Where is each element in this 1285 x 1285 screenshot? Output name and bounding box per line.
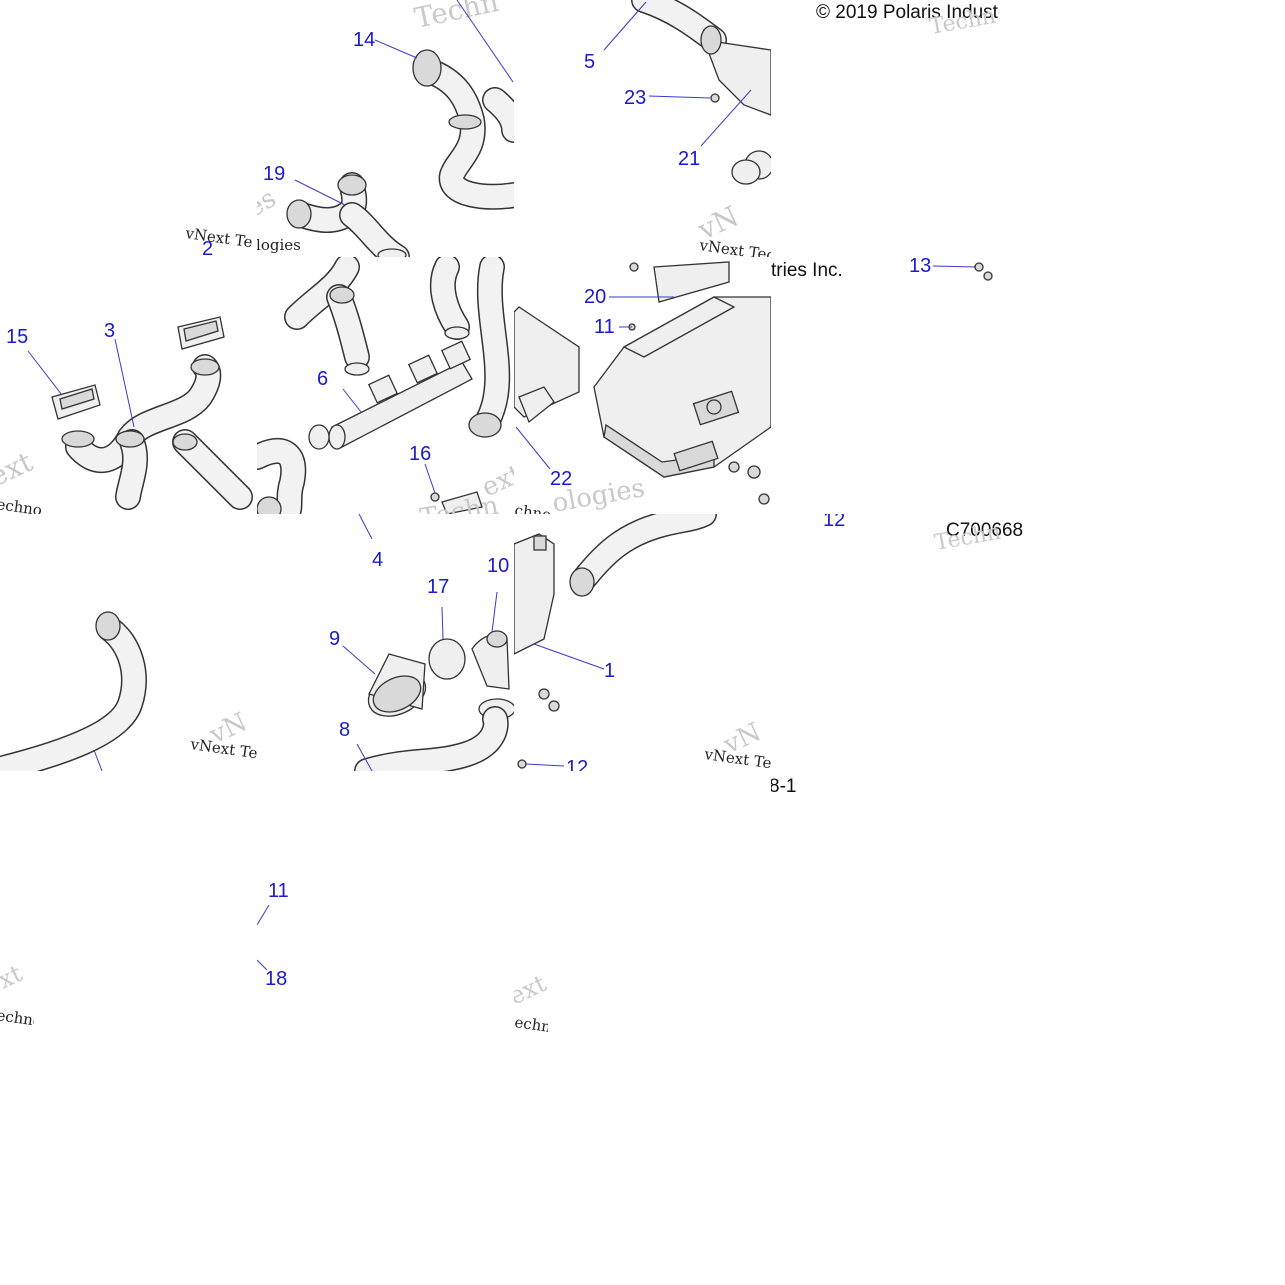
page-code: 8-1 bbox=[771, 776, 796, 797]
tile-r4-c2-fragment: 11 18 bbox=[257, 875, 297, 995]
callout-8: 8 bbox=[339, 719, 350, 741]
copyright-fragment: tries Inc. bbox=[771, 260, 843, 281]
bracket-20 bbox=[653, 261, 730, 303]
callout-10: 10 bbox=[487, 555, 509, 577]
tile-r1-c2-drawing: Techn 14 19 ologies ologies bbox=[257, 0, 514, 257]
watermark-text: Techn bbox=[933, 520, 1003, 554]
callout-5: 5 bbox=[584, 51, 595, 73]
callout-22: 22 bbox=[550, 468, 572, 490]
callout-20: 20 bbox=[584, 286, 606, 308]
tile-r2-c3-drawing: 20 11 22 ologies chno bbox=[514, 261, 771, 514]
tile-r3-c1: vNext Te vN 7 bbox=[0, 514, 257, 771]
watermark-text: ext bbox=[0, 960, 27, 1000]
tile-r2-c2: 6 16 Techn ext bbox=[257, 257, 514, 514]
watermark-text: ext bbox=[0, 445, 38, 494]
tile-r1-c4: © 2019 Polaris Indust Techn bbox=[771, 0, 1028, 40]
callout-13: 13 bbox=[909, 257, 931, 277]
copyright-fragment: © 2019 Polaris Indust bbox=[816, 2, 999, 23]
watermark-text: ologies bbox=[257, 236, 301, 254]
watermark-text: ext bbox=[514, 975, 548, 1010]
tile-r1-c3: 5 23 21 vNext Tec vN bbox=[514, 0, 771, 257]
callout-15: 15 bbox=[6, 326, 28, 348]
watermark-text: echno bbox=[0, 495, 43, 514]
callout-21: 21 bbox=[678, 148, 700, 170]
callout-12: 12 bbox=[566, 757, 588, 771]
tile-r1-c3-drawing: 5 23 21 vNext Tec vN bbox=[584, 0, 771, 257]
tile-r4-c3-fragment: ext echno bbox=[514, 975, 548, 1035]
callout-6: 6 bbox=[317, 368, 328, 390]
tile-r2-c2-drawing: 6 16 Techn ext bbox=[257, 257, 514, 514]
tile-r1-c2: Techn 14 19 ologies ologies bbox=[257, 0, 514, 257]
hose-clamp bbox=[448, 114, 482, 130]
page-code-fragment: 8-1 bbox=[771, 771, 811, 799]
callout-11b: 11 bbox=[268, 880, 289, 902]
bracket-16 bbox=[441, 491, 483, 514]
callout-9: 9 bbox=[329, 628, 340, 650]
tile-r3-c2-drawing: 4 17 10 9 8 bbox=[329, 514, 514, 771]
seal-ring bbox=[308, 424, 330, 450]
watermark-text: vNext Te bbox=[183, 224, 253, 251]
tile-r3-c3: 1 12 vNext Te vN bbox=[514, 514, 771, 771]
callout-4: 4 bbox=[372, 549, 383, 571]
panel-1 bbox=[514, 533, 555, 655]
callout-3: 3 bbox=[104, 320, 115, 342]
hose-clamp bbox=[412, 49, 442, 87]
watermark-text: echno bbox=[514, 1013, 548, 1035]
tile-r4-c1-fragment: ext echno bbox=[0, 960, 34, 1030]
callout-18: 18 bbox=[265, 968, 287, 990]
tile-r3-c2: 4 17 10 9 8 bbox=[257, 514, 514, 771]
callout-17: 17 bbox=[427, 576, 449, 598]
callout-14: 14 bbox=[353, 29, 375, 51]
tile-r2-c1-drawing: 15 3 ext echno bbox=[0, 316, 253, 514]
callout-16: 16 bbox=[409, 443, 431, 465]
tile-r3-c4-fragment: 12 C700668 Techn bbox=[771, 514, 1028, 554]
tile-r2-c4-fragment: tries Inc. 13 bbox=[771, 257, 1011, 287]
tile-r1-c4-drawing: © 2019 Polaris Indust Techn bbox=[816, 2, 999, 40]
callout-11: 11 bbox=[594, 316, 615, 338]
watermark-text: chno bbox=[514, 501, 552, 514]
callout-12b: 12 bbox=[823, 514, 845, 531]
callout-2: 2 bbox=[202, 238, 213, 257]
tile-r2-c1: 15 3 ext echno bbox=[0, 257, 257, 514]
tile-r1-c1-fragment: vNext Te 2 bbox=[180, 215, 257, 257]
callout-23: 23 bbox=[624, 87, 646, 109]
intake-duct-21 bbox=[703, 39, 771, 116]
drawing-code: C700668 bbox=[946, 520, 1023, 541]
tile-r3-c1-drawing: vNext Te vN 7 bbox=[0, 611, 257, 771]
callout-1: 1 bbox=[604, 660, 615, 682]
panel-22 bbox=[514, 306, 580, 418]
clamp-17 bbox=[428, 638, 466, 680]
tile-r3-c3-drawing: 1 12 vNext Te vN bbox=[514, 514, 771, 771]
tile-r2-c3: 20 11 22 ologies chno bbox=[514, 257, 771, 514]
watermark-text: echno bbox=[0, 1006, 34, 1030]
watermark-text: Techn bbox=[412, 0, 502, 35]
callout-19: 19 bbox=[263, 163, 285, 185]
